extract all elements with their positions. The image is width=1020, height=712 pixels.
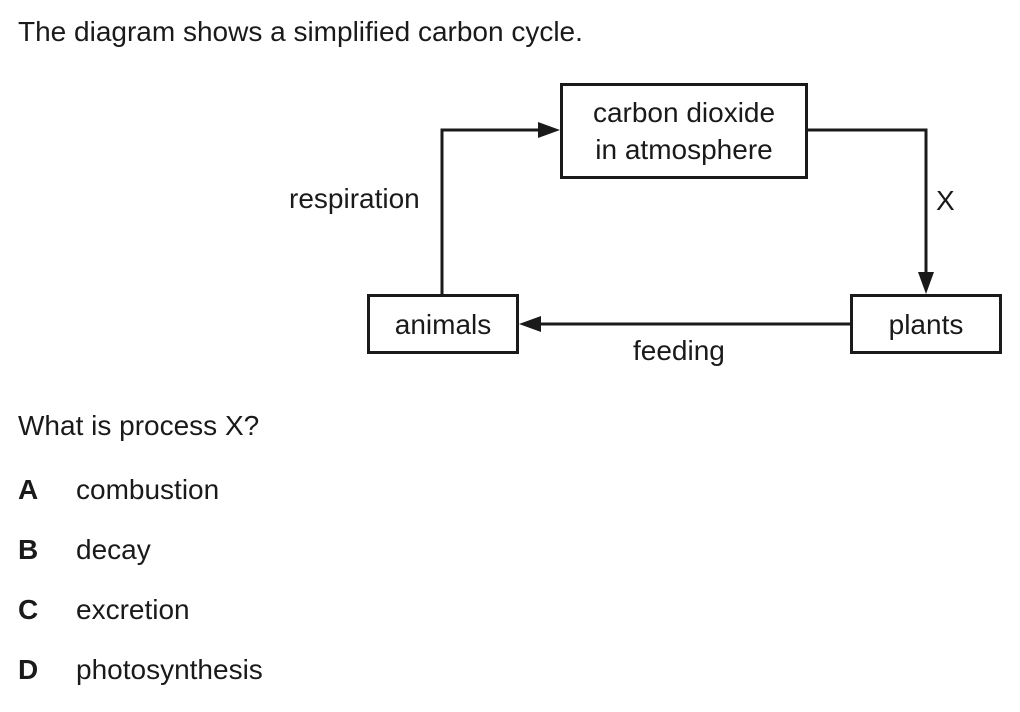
carbon-dioxide-label-line1: carbon dioxide xyxy=(592,97,776,128)
feeding-label: feeding xyxy=(633,335,725,366)
question-text: What is process X? xyxy=(18,410,260,441)
x-arrow xyxy=(808,128,928,274)
option-text: decay xyxy=(76,534,151,565)
option-text: combustion xyxy=(76,474,220,505)
option-text: excretion xyxy=(76,594,190,625)
respiration-label: respiration xyxy=(289,183,420,214)
x-arrowhead xyxy=(918,272,934,294)
feeding-arrowhead xyxy=(519,316,541,332)
respiration-arrowhead xyxy=(538,122,560,138)
animals-label: animals xyxy=(394,308,492,340)
option-letter: D xyxy=(18,654,39,685)
intro-text: The diagram shows a simplified carbon cy… xyxy=(18,16,583,47)
respiration-arrow xyxy=(440,128,540,294)
plants-label: plants xyxy=(888,308,964,340)
option-letter: B xyxy=(18,534,39,565)
option-letter: C xyxy=(18,594,39,625)
carbon-dioxide-label-line2: in atmosphere xyxy=(595,134,773,165)
animals-box: animals xyxy=(367,294,519,354)
option-letter: A xyxy=(18,474,39,505)
carbon-cycle-diagram xyxy=(440,122,934,332)
process-x-label: X xyxy=(936,185,955,216)
carbon-dioxide-box: carbon dioxide in atmosphere xyxy=(560,83,808,179)
option-text: photosynthesis xyxy=(76,654,263,685)
plants-box: plants xyxy=(850,294,1002,354)
